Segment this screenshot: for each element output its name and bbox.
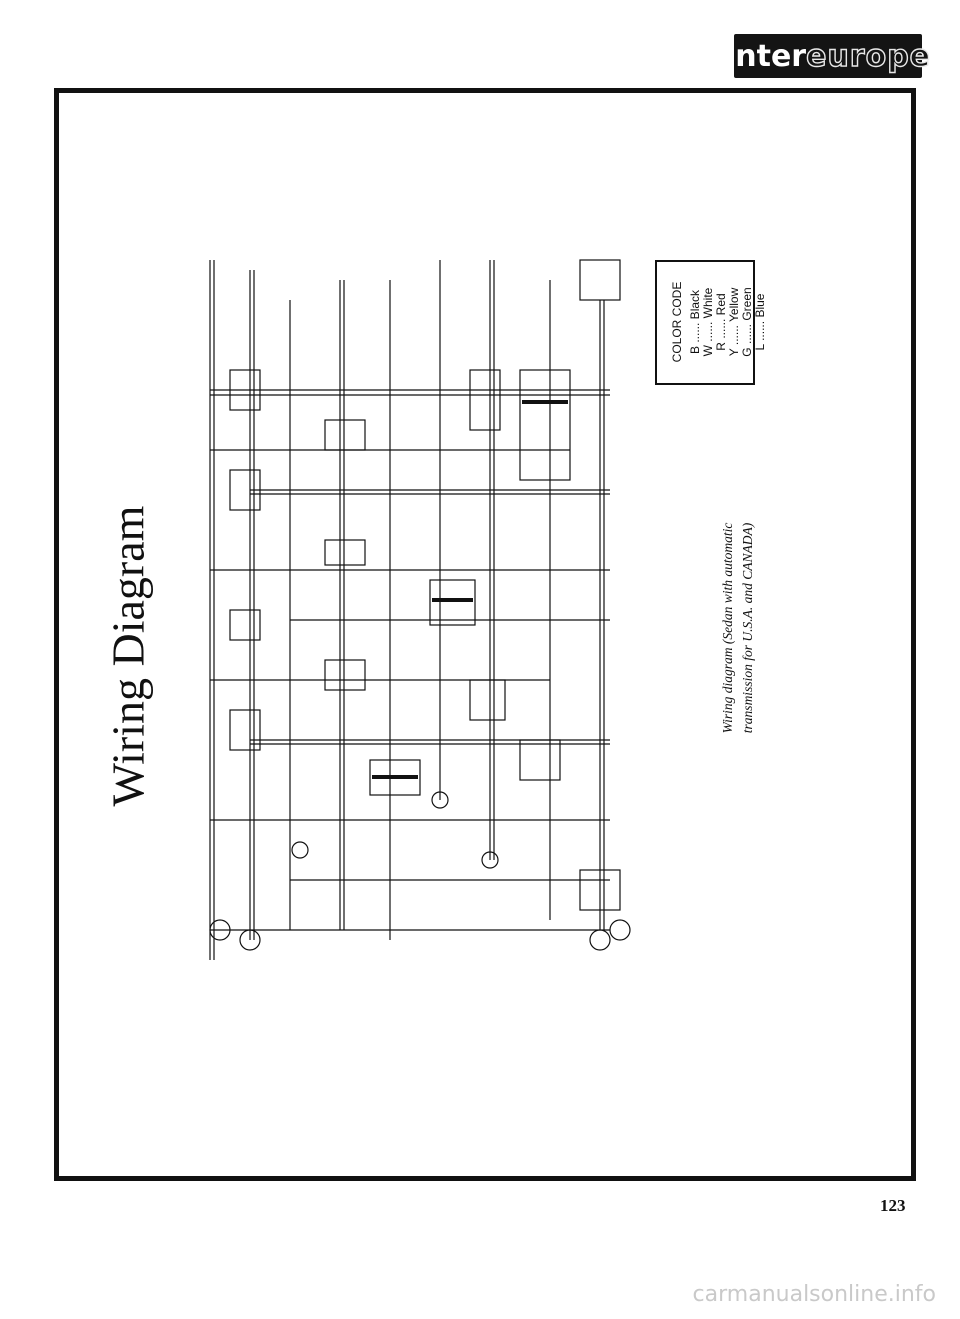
color-code-entry: Y ...... Yellow (727, 288, 741, 357)
color-code-entry: R ...... Red (714, 293, 728, 350)
watermark: carmanualsonline.info (692, 1282, 936, 1307)
brand-logo-part-a: inter (724, 38, 807, 74)
color-code-letter: B (688, 346, 702, 355)
color-code-entry: L ...... Blue (753, 294, 767, 351)
page-number: 123 (880, 1196, 906, 1215)
color-code-dots: ...... (688, 322, 702, 343)
color-code-name: Black (688, 289, 702, 320)
color-code-name: Yellow (727, 287, 741, 322)
wiring-diagram (209, 259, 631, 960)
caption-line-1: Wiring diagram (Sedan with automatic (720, 522, 735, 734)
color-code-entry: W ...... White (701, 288, 715, 357)
color-code-entry: B ...... Black (688, 290, 702, 354)
page-title: Wiring Diagram (102, 505, 154, 807)
color-code-letter: L (753, 344, 767, 351)
color-code-name: White (701, 287, 715, 319)
brand-logo-part-b: europe (805, 38, 932, 74)
color-code-box (655, 260, 755, 385)
color-code-dots: ...... (714, 318, 728, 339)
diagram-frame (54, 88, 916, 1181)
caption-line-2: transmission for U.S.A. and CANADA) (740, 522, 755, 734)
color-code-name: Blue (753, 293, 767, 318)
color-code-letter: W (701, 345, 715, 357)
color-code-name: Red (714, 293, 728, 316)
color-code-dots: ...... (727, 325, 741, 346)
color-code-name: Green (740, 287, 754, 321)
color-code-dots: ...... (740, 324, 754, 345)
color-code-entry: G ...... Green (740, 287, 754, 356)
color-code-letter: Y (727, 348, 741, 357)
color-code-heading: COLOR CODE (670, 281, 684, 363)
color-code-letter: G (740, 347, 754, 357)
color-code-legend: COLOR CODE B ...... Black W ...... White… (655, 260, 780, 385)
color-code-dots: ...... (753, 320, 767, 341)
page-title-wrapper: Wiring Diagram (0, 0, 154, 807)
color-code-dots: ...... (701, 321, 715, 342)
color-code-letter: R (714, 342, 728, 351)
